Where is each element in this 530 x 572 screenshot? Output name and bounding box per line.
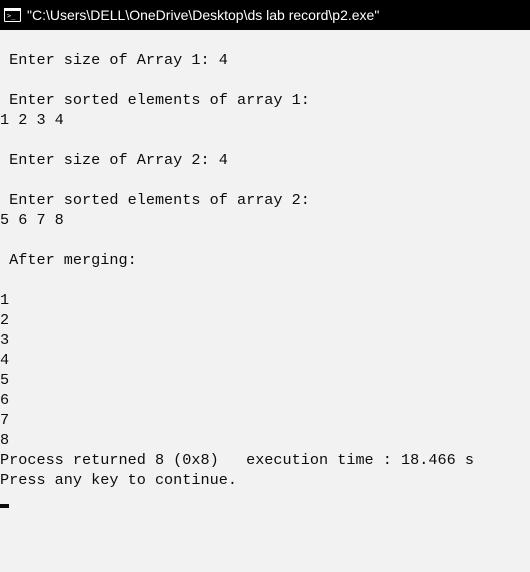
console-line: Enter sorted elements of array 2:	[0, 191, 310, 209]
console-line: 1	[0, 291, 10, 309]
text-cursor	[0, 504, 9, 508]
console-line: Enter size of Array 2: 4	[0, 151, 228, 169]
console-line: 5 6 7 8	[0, 211, 64, 229]
console-line	[0, 230, 530, 250]
console-line: 4	[0, 351, 10, 369]
console-line: Press any key to continue.	[0, 471, 237, 489]
console-app-icon: >_	[4, 8, 21, 22]
console-line	[0, 70, 530, 90]
console-line: 8	[0, 431, 10, 449]
console-line: 3	[0, 331, 10, 349]
title-bar[interactable]: >_ "C:\Users\DELL\OneDrive\Desktop\ds la…	[0, 0, 530, 30]
console-line: 7	[0, 411, 10, 429]
console-line: Enter size of Array 1: 4	[0, 51, 228, 69]
console-line: Enter sorted elements of array 1:	[0, 91, 310, 109]
console-output[interactable]: Enter size of Array 1: 4 Enter sorted el…	[0, 50, 530, 490]
console-line: After merging:	[0, 251, 137, 269]
console-line: 5	[0, 371, 10, 389]
console-line: 6	[0, 391, 10, 409]
console-line	[0, 270, 530, 290]
console-line: 1 2 3 4	[0, 111, 64, 129]
console-line	[0, 170, 530, 190]
window-title: "C:\Users\DELL\OneDrive\Desktop\ds lab r…	[27, 7, 380, 23]
console-line: 2	[0, 311, 10, 329]
console-line	[0, 130, 530, 150]
console-line: Process returned 8 (0x8) execution time …	[0, 451, 474, 469]
